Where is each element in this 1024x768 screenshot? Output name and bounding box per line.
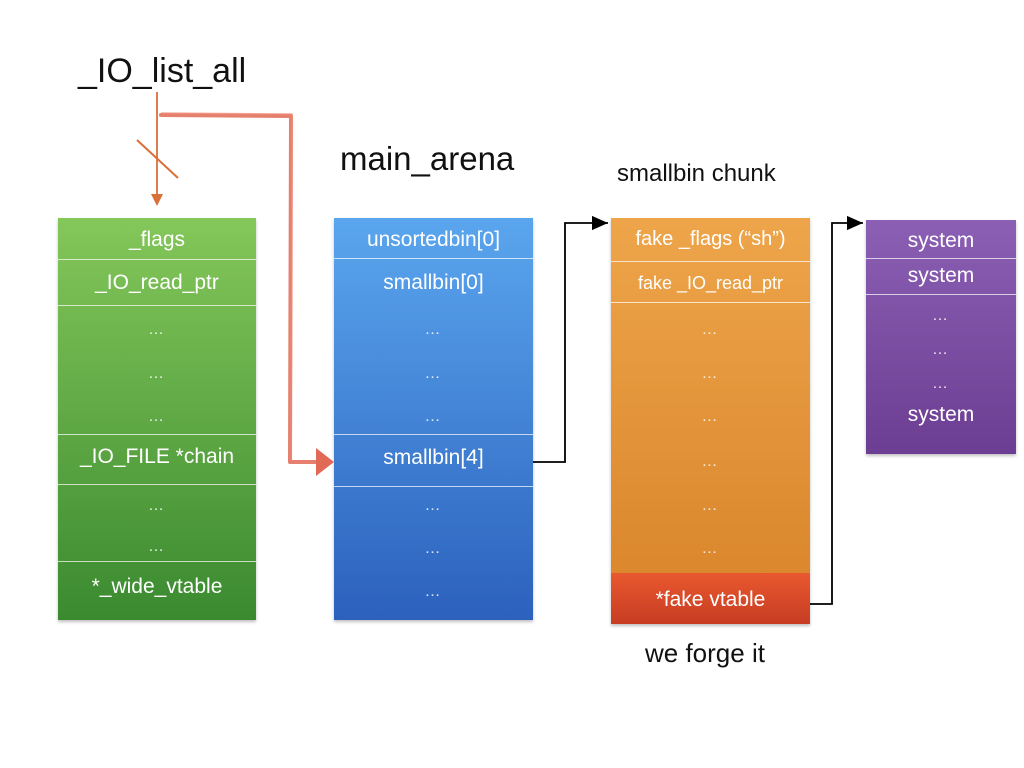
unsortedbin-cell: unsortedbin[0] — [366, 228, 501, 251]
vtable-ellipsis-cell: … — [932, 341, 950, 358]
io-file-ellipsis-cell: … — [148, 365, 166, 382]
fake-read-ptr-cell: fake _IO_read_ptr — [637, 273, 784, 293]
arena-ellipsis-cell: … — [424, 583, 443, 600]
arena-ellipsis-cell: … — [424, 321, 443, 338]
chunk-ellipsis-cell: … — [701, 497, 720, 514]
io-file-flags-cell: _flags — [128, 228, 186, 251]
separator — [58, 259, 256, 260]
fake-vtable-to-system-arrow — [810, 215, 863, 605]
main-arena-struct: unsortedbin[0] smallbin[0] … … … smallbi… — [334, 218, 533, 620]
arena-ellipsis-cell: … — [424, 497, 443, 514]
io-file-struct: _flags _IO_read_ptr … … … _IO_FILE *chai… — [58, 218, 256, 620]
main-arena-label: main_arena — [340, 140, 515, 177]
arena-ellipsis-cell: … — [424, 365, 443, 382]
separator — [866, 258, 1016, 259]
io-file-ellipsis-cell: … — [148, 538, 166, 555]
vtable-struct: system system … … … system — [866, 220, 1016, 454]
chunk-ellipsis-cell: … — [701, 321, 720, 338]
fake-vtable-cell: *fake vtable — [655, 588, 766, 611]
io-file-ellipsis-cell: … — [148, 321, 166, 338]
separator — [58, 561, 256, 562]
smallbin-chunk-label: smallbin chunk — [617, 160, 776, 187]
vtable-ellipsis-cell: … — [932, 375, 950, 392]
chunk-ellipsis-cell: … — [701, 365, 720, 382]
separator — [58, 484, 256, 485]
io-file-ellipsis-cell: … — [148, 497, 166, 514]
we-forge-it-label: we forge it — [645, 638, 765, 668]
io-file-ellipsis-cell: … — [148, 408, 166, 425]
separator — [334, 258, 533, 259]
smallbin-0-cell: smallbin[0] — [383, 271, 484, 294]
separator — [334, 486, 533, 487]
io-file-read-ptr-cell: _IO_read_ptr — [95, 271, 219, 294]
vtable-system-cell: system — [907, 403, 975, 426]
arena-ellipsis-cell: … — [424, 408, 443, 425]
io-list-all-label: _IO_list_all — [78, 52, 247, 90]
separator — [611, 302, 810, 303]
chunk-ellipsis-cell: … — [701, 408, 720, 425]
io-list-all-overwrite-arrow — [159, 112, 334, 476]
chunk-ellipsis-cell: … — [701, 540, 720, 557]
io-file-chain-cell: _IO_FILE *chain — [79, 445, 235, 468]
fake-chunk-struct: fake _flags (“sh”) fake _IO_read_ptr … …… — [611, 218, 810, 624]
smallbin-to-chunk-arrow — [533, 215, 608, 463]
io-list-all-arrow — [136, 92, 179, 206]
vtable-system-cell: system — [907, 229, 975, 252]
chunk-ellipsis-cell: … — [701, 453, 720, 470]
separator — [611, 261, 810, 262]
smallbin-4-cell: smallbin[4] — [383, 446, 484, 469]
separator — [58, 305, 256, 306]
fake-flags-cell: fake _flags (“sh”) — [635, 228, 786, 250]
separator — [334, 434, 533, 435]
separator — [866, 294, 1016, 295]
io-file-wide-vtable-cell: *_wide_vtable — [91, 575, 223, 598]
cross-out-mark — [136, 139, 179, 179]
fake-vtable-field: *fake vtable — [611, 573, 810, 624]
separator — [58, 434, 256, 435]
vtable-system-cell: system — [907, 264, 975, 287]
arena-ellipsis-cell: … — [424, 540, 443, 557]
vtable-ellipsis-cell: … — [932, 307, 950, 324]
